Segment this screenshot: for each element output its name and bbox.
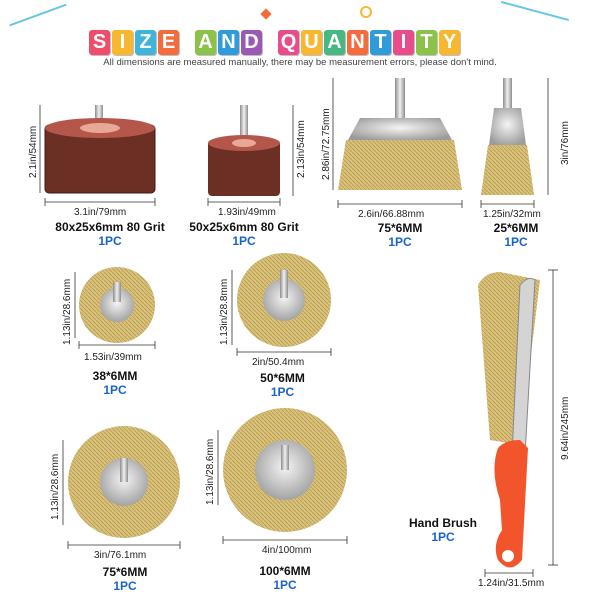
product-quantity: 1PC	[103, 383, 127, 397]
hand-brush-image	[478, 272, 540, 568]
product-name: 50x25x6mm 80 Grit	[189, 220, 299, 234]
dimension-height-label: 2.1in/54mm	[28, 125, 39, 178]
title-letter-tile: D	[241, 30, 262, 55]
product-quantity: 1PC	[431, 530, 455, 544]
dimension-width-label: 1.93in/49mm	[218, 207, 276, 218]
flap-wheel-80-image	[44, 105, 156, 194]
title-letter-tile: I	[112, 30, 133, 55]
end-brush-25-image	[481, 78, 534, 195]
dimension-height-label: 3in/76mm	[560, 121, 571, 165]
product-name: 38*6MM	[92, 369, 138, 383]
title-letter-tile: T	[416, 30, 437, 55]
product-name: 50*6MM	[260, 371, 305, 385]
cup-brush-75-image	[338, 78, 462, 190]
title-letter-tile: A	[195, 30, 216, 55]
title-letter-tile: Q	[278, 30, 299, 55]
title-letter-tile: N	[218, 30, 239, 55]
title-letter-tile: T	[370, 30, 391, 55]
dimension-width-label: 4in/100mm	[262, 545, 312, 556]
title-letter-tile: I	[393, 30, 414, 55]
dimension-width-label: 1.24in/31.5mm	[478, 578, 545, 589]
title-letter-tile: S	[89, 30, 110, 55]
dimension-height-label: 1.13in/28.6mm	[205, 438, 216, 505]
dimension-lines	[39, 78, 558, 577]
product-name: 80x25x6mm 80 Grit	[55, 220, 165, 234]
dimension-height-label: 1.13in/28.8mm	[219, 278, 230, 345]
product-quantity: 1PC	[270, 385, 295, 399]
dimension-width-label: 3.1in/79mm	[74, 207, 127, 218]
product-name: Hand Brush	[408, 516, 477, 530]
product-name: 75*6MM	[377, 221, 423, 235]
product-quantity: 1PC	[98, 234, 122, 248]
product-quantity: 1PC	[388, 235, 412, 249]
dimension-height-label: 2.13in/54mm	[296, 120, 307, 178]
product-quantity: 1PC	[113, 579, 137, 593]
product-name: 25*6MM	[493, 221, 539, 235]
product-name: 75*6MM	[102, 565, 148, 579]
dimension-height-label: 1.13in/28.6mm	[50, 453, 61, 520]
product-quantity: 1PC	[504, 235, 528, 249]
dimension-width-label: 2in/50.4mm	[252, 357, 305, 368]
decor-shape	[360, 6, 372, 18]
dimension-height-label: 9.64in/245mm	[560, 396, 571, 460]
wire-wheel-50-image	[237, 253, 331, 347]
dimension-height-label: 1.13in/28.6mm	[62, 278, 73, 345]
product-name: 100*6MM	[259, 564, 311, 578]
title-letter-tile: A	[324, 30, 345, 55]
title-letter-tile: Z	[135, 30, 156, 55]
wire-wheel-100-image	[223, 408, 347, 532]
wire-wheel-38-image	[79, 267, 155, 343]
dimension-width-label: 1.25in/32mm	[483, 209, 541, 220]
dimension-width-label: 1.53in/39mm	[84, 352, 142, 363]
dimension-width-label: 3in/76.1mm	[94, 550, 147, 561]
title-letter-tile: U	[301, 30, 322, 55]
flap-wheel-50-image	[208, 105, 280, 196]
title-letter-tile: Y	[439, 30, 460, 55]
product-quantity: 1PC	[232, 234, 256, 248]
dimension-height-label: 2.86in/72.75mm	[321, 108, 332, 180]
measurement-disclaimer: All dimensions are measured manually, th…	[103, 57, 497, 68]
dimension-width-label: 2.6in/66.88mm	[358, 209, 425, 220]
title-letter-tile: N	[347, 30, 368, 55]
product-quantity: 1PC	[273, 578, 297, 592]
title-letter-tile: E	[158, 30, 179, 55]
wire-wheel-75-image	[68, 426, 180, 538]
